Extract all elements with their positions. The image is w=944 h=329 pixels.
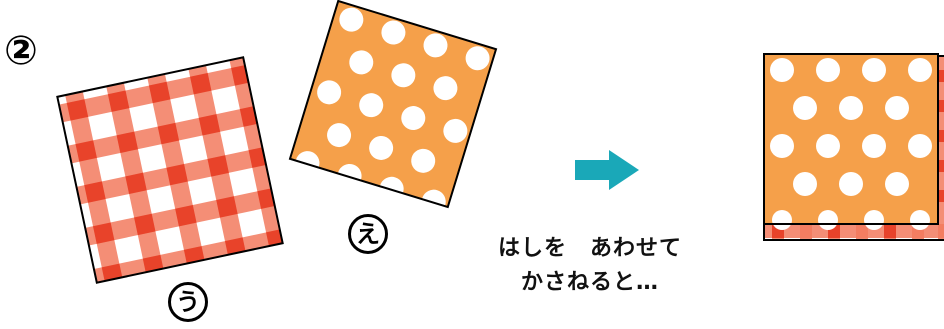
polka-dot-square-top: [763, 53, 939, 230]
caption-line-1: はしを あわせて: [497, 236, 682, 261]
label-u: う: [168, 282, 208, 322]
right-arrow-icon: [575, 150, 639, 190]
label-e: え: [348, 214, 388, 254]
label-e-text: え: [356, 220, 380, 248]
gingham-square: [56, 56, 284, 284]
polka-dot-square: [288, 0, 498, 209]
overlapped-squares: [763, 53, 944, 241]
step-number: ②: [4, 28, 38, 74]
caption: はしを あわせて かさねると…: [460, 232, 720, 300]
label-u-text: う: [176, 288, 200, 316]
caption-line-2: かさねると…: [520, 270, 659, 295]
